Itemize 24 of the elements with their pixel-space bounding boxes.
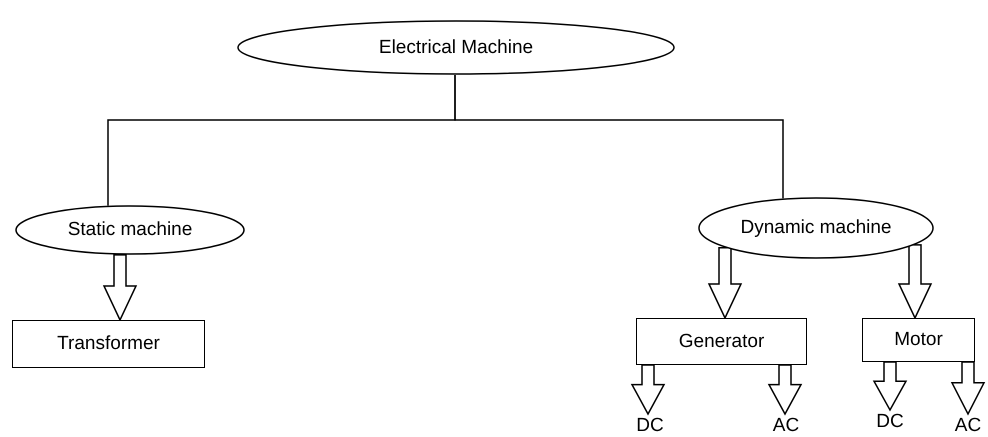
category-ellipse: [698, 197, 934, 259]
category-ellipse: [15, 205, 245, 255]
block-arrow: [708, 246, 742, 320]
node-label: Generator: [678, 330, 764, 354]
type-label: DC: [636, 414, 664, 437]
block-arrow: [950, 361, 986, 416]
type-label: AC: [772, 414, 800, 437]
category-ellipse: [237, 20, 675, 75]
machine-box: [12, 320, 205, 368]
type-label: AC: [954, 414, 982, 437]
machine-box: [862, 318, 975, 362]
machine-box: [636, 318, 807, 365]
block-arrow: [630, 364, 666, 416]
type-label: DC: [876, 410, 904, 434]
node-label: Transformer: [57, 332, 160, 356]
node-label: Motor: [894, 328, 943, 352]
node-label: Static machine: [68, 218, 192, 242]
block-arrow: [102, 254, 138, 322]
block-arrow: [768, 364, 802, 416]
node-label: Electrical Machine: [378, 36, 534, 60]
block-arrow: [898, 244, 932, 320]
connector-line: [454, 75, 784, 198]
node-label: Dynamic machine: [740, 216, 892, 240]
block-arrow: [872, 361, 908, 412]
